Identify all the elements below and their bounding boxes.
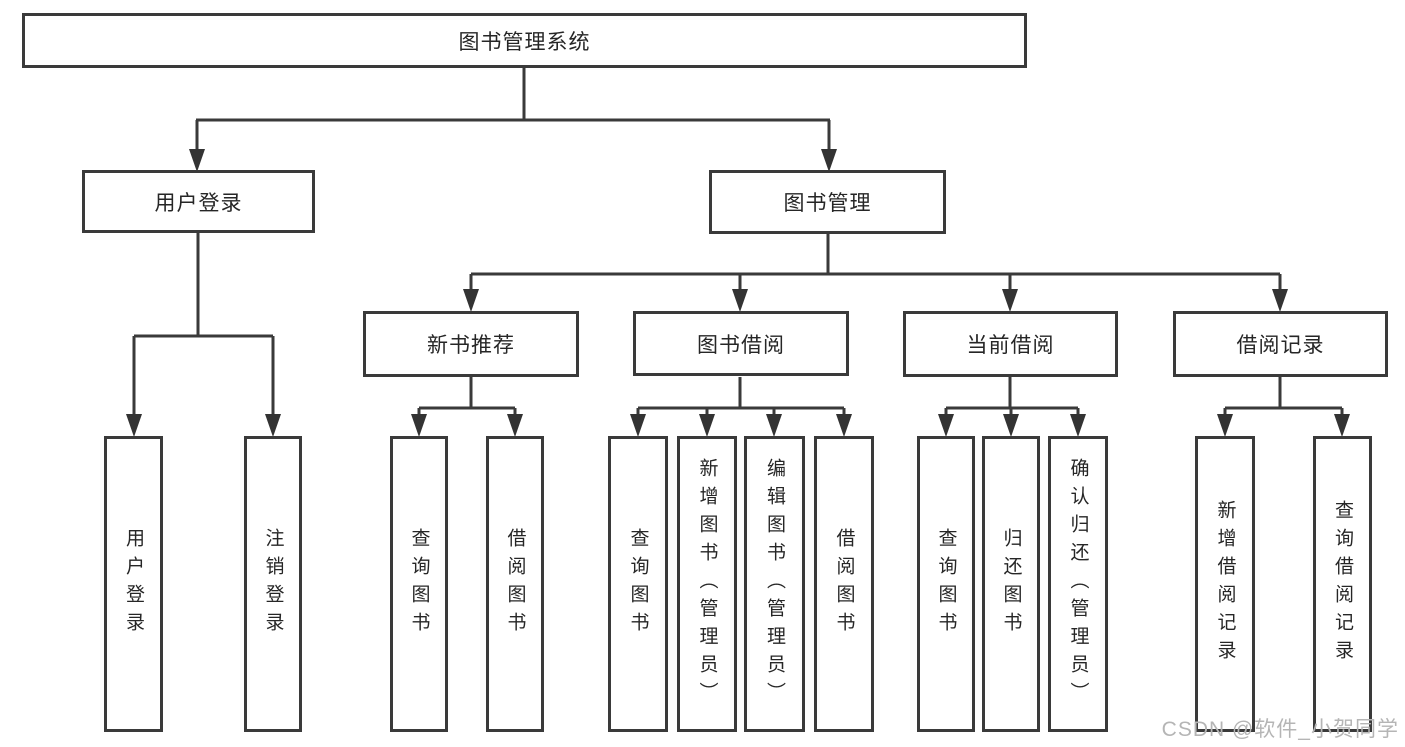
leaf-return-books: 归还图书	[982, 436, 1040, 732]
arrowhead	[1070, 414, 1086, 437]
node-borrow-records: 借阅记录	[1173, 311, 1388, 377]
leaf-query-books-recommend: 查询图书	[390, 436, 448, 732]
node-new-book-recommend: 新书推荐	[363, 311, 579, 377]
node-book-borrowing: 图书借阅	[633, 311, 849, 376]
arrowhead	[1217, 414, 1233, 437]
csdn-watermark: CSDN @软件_小贺同学	[1161, 718, 1399, 741]
connector-book-borrowing-branch	[630, 377, 852, 437]
arrowhead	[1272, 289, 1288, 312]
arrowhead	[699, 414, 715, 437]
arrowhead	[507, 414, 523, 437]
node-book-management: 图书管理	[709, 170, 946, 234]
leaf-user-login: 用户登录	[104, 436, 163, 732]
leaf-query-borrow-record: 查询借阅记录	[1313, 436, 1372, 732]
connector-new-book-branch	[411, 377, 523, 437]
leaf-confirm-return-admin: 确认归还（管理员）	[1048, 436, 1108, 732]
arrowhead	[732, 289, 748, 312]
leaf-borrow-books-recommend: 借阅图书	[486, 436, 544, 732]
arrowhead	[126, 414, 142, 437]
leaf-query-books-current: 查询图书	[917, 436, 975, 732]
arrowhead	[463, 289, 479, 312]
node-current-borrowing: 当前借阅	[903, 311, 1118, 377]
arrowhead	[938, 414, 954, 437]
leaf-add-borrow-record: 新增借阅记录	[1195, 436, 1255, 732]
arrowhead	[836, 414, 852, 437]
arrowhead	[630, 414, 646, 437]
node-library-system: 图书管理系统	[22, 13, 1027, 68]
leaf-edit-books-admin: 编辑图书（管理员）	[744, 436, 805, 732]
arrowhead	[1002, 289, 1018, 312]
connector-current-borrowing-branch	[938, 377, 1086, 437]
arrowhead	[1003, 414, 1019, 437]
leaf-logout: 注销登录	[244, 436, 302, 732]
leaf-borrow-books: 借阅图书	[814, 436, 874, 732]
leaf-query-books-borrowing: 查询图书	[608, 436, 668, 732]
arrowhead	[265, 414, 281, 437]
node-user-login: 用户登录	[82, 170, 315, 233]
leaf-add-books-admin: 新增图书（管理员）	[677, 436, 737, 732]
connector-root-to-level2	[189, 68, 837, 172]
arrowhead	[766, 414, 782, 437]
arrowhead	[411, 414, 427, 437]
arrowhead	[1334, 414, 1350, 437]
connector-book-management-branch	[463, 234, 1288, 312]
connector-user-login-branch	[126, 233, 281, 437]
connector-borrow-records-branch	[1217, 377, 1350, 437]
arrowhead	[189, 149, 205, 172]
arrowhead	[821, 149, 837, 172]
